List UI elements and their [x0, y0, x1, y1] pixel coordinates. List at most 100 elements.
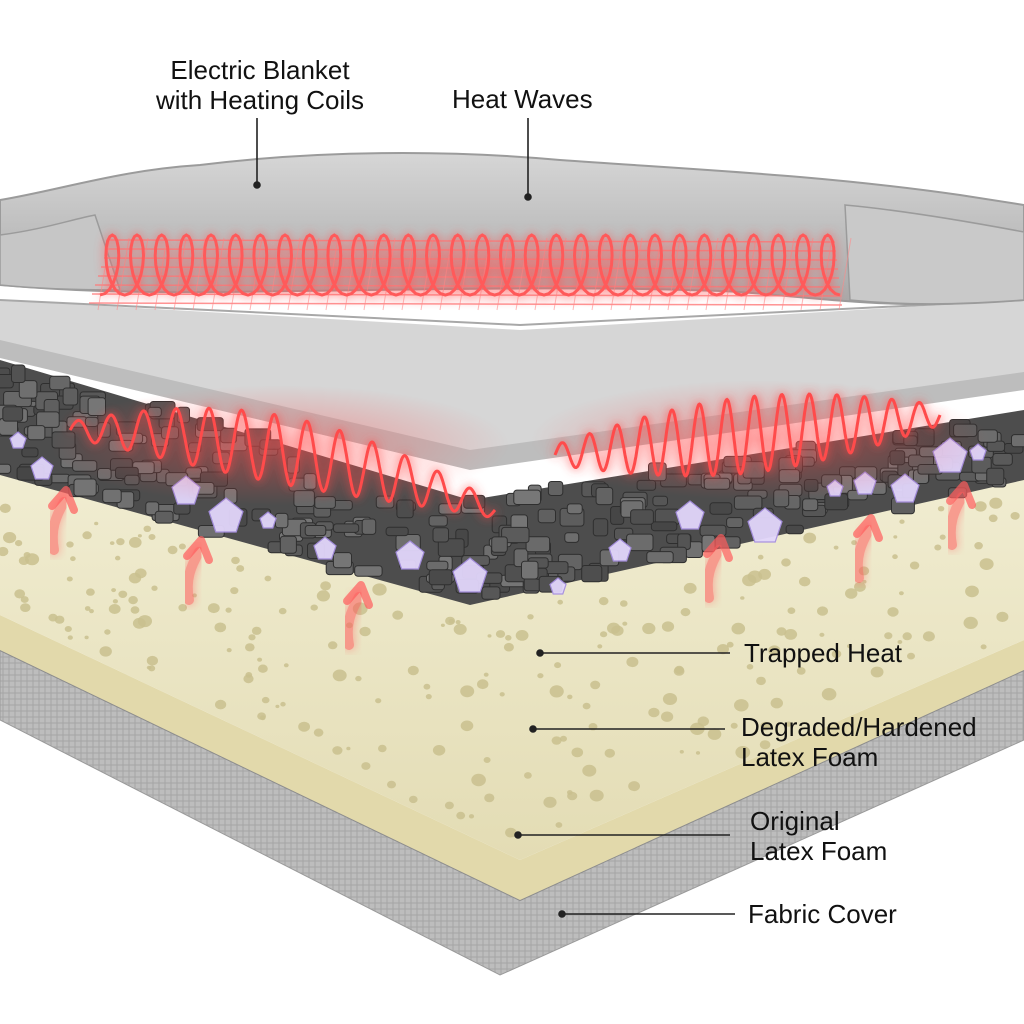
- foam-pore: [680, 750, 684, 754]
- foam-pore: [980, 558, 994, 570]
- foam-pore: [681, 608, 691, 616]
- foam-pore: [279, 608, 287, 614]
- foam-pore: [934, 545, 941, 551]
- foam-pore: [469, 814, 474, 818]
- foam-pore: [138, 534, 142, 537]
- crust-chunk: [482, 587, 500, 599]
- foam-pore: [496, 630, 505, 638]
- foam-pore: [871, 667, 884, 678]
- foam-pore: [554, 662, 561, 668]
- foam-pore: [361, 762, 370, 770]
- foam-pore: [258, 665, 268, 673]
- crust-chunk: [22, 448, 38, 457]
- crust-chunk: [386, 527, 408, 535]
- foam-pore: [355, 676, 361, 681]
- foam-pore: [582, 765, 596, 777]
- foam-pore: [648, 708, 659, 718]
- foam-pore: [964, 617, 978, 629]
- foam-pore: [372, 583, 386, 595]
- foam-pore: [227, 648, 232, 652]
- foam-pore: [424, 684, 431, 690]
- crust-chunk: [333, 553, 351, 568]
- crust-chunk: [429, 570, 452, 585]
- foam-pore: [68, 635, 73, 639]
- foam-pore: [642, 623, 655, 634]
- foam-pore: [151, 586, 157, 591]
- foam-pore: [252, 627, 262, 635]
- label-degraded-foam-line1: Degraded/Hardened: [741, 712, 977, 742]
- foam-pore: [129, 537, 142, 548]
- foam-pore: [781, 558, 791, 566]
- foam-pore: [131, 606, 140, 613]
- crust-chunk: [427, 561, 448, 570]
- foam-pore: [500, 692, 505, 696]
- foam-pore: [674, 667, 685, 676]
- foam-pore: [734, 699, 749, 711]
- leader-dot-fabric-cover: [559, 911, 565, 917]
- crust-chunk: [492, 537, 508, 552]
- foam-pore: [245, 643, 255, 651]
- foam-pore: [537, 673, 543, 678]
- crust-chunk: [993, 454, 1013, 466]
- foam-pore: [740, 596, 744, 600]
- foam-pore: [135, 568, 147, 578]
- foam-pore: [94, 522, 98, 526]
- foam-pore: [996, 612, 1008, 622]
- foam-pore: [298, 722, 310, 732]
- foam-pore: [684, 583, 697, 594]
- label-original-foam-line1: Original: [750, 806, 887, 836]
- foam-pore: [732, 623, 746, 635]
- foam-pore: [662, 621, 674, 631]
- foam-pore: [265, 576, 272, 582]
- foam-pore: [484, 673, 489, 677]
- heat-haze-left: [50, 385, 510, 505]
- foam-pore: [110, 541, 115, 545]
- foam-pore: [899, 520, 904, 524]
- crust-chunk: [526, 537, 550, 552]
- foam-pore: [600, 631, 607, 637]
- foam-pore: [115, 556, 120, 561]
- foam-pore: [834, 546, 839, 550]
- foam-pore: [231, 557, 240, 564]
- foam-pore: [590, 790, 604, 802]
- crust-chunk: [803, 499, 818, 511]
- foam-pore: [426, 694, 432, 699]
- foam-pore: [605, 749, 615, 758]
- crust-chunk: [3, 407, 23, 421]
- crust-chunk: [103, 489, 122, 502]
- foam-pore: [583, 703, 591, 710]
- foam-pore: [328, 641, 337, 649]
- foam-pore: [771, 698, 783, 709]
- foam-pore: [696, 751, 700, 755]
- foam-pore: [236, 565, 244, 572]
- crust-chunk: [19, 381, 37, 399]
- foam-pore: [20, 603, 30, 612]
- foam-pore: [758, 555, 764, 560]
- leader-dot-original-foam: [515, 832, 521, 838]
- foam-pore: [516, 630, 529, 641]
- foam-pore: [109, 604, 121, 614]
- foam-pore: [147, 656, 158, 666]
- foam-pore: [111, 588, 116, 592]
- foam-pore: [797, 667, 806, 675]
- foam-pore: [756, 677, 766, 685]
- foam-pore: [543, 797, 556, 808]
- foam-pore: [215, 623, 227, 633]
- crust-chunk: [567, 504, 582, 514]
- foam-pore: [975, 501, 987, 511]
- crust-chunk: [362, 519, 376, 534]
- crust-chunk: [429, 516, 447, 526]
- foam-pore: [55, 616, 65, 624]
- foam-pore: [567, 695, 572, 700]
- foam-pore: [85, 636, 89, 640]
- foam-pore: [550, 685, 564, 697]
- foam-pore: [663, 693, 677, 705]
- label-electric-blanket: Electric Blanket with Heating Coils: [135, 55, 385, 115]
- foam-pore: [118, 591, 127, 598]
- label-trapped-heat: Trapped Heat: [744, 638, 902, 668]
- foam-pore: [938, 506, 944, 511]
- foam-pore: [557, 600, 563, 605]
- foam-pore: [903, 632, 912, 640]
- foam-pore: [907, 653, 915, 660]
